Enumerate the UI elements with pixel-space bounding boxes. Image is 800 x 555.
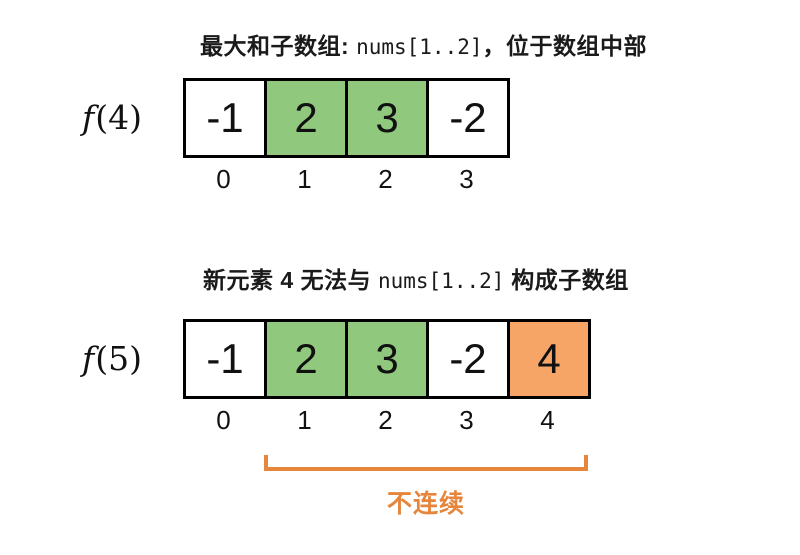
discontinuity-bracket — [264, 455, 588, 471]
section2-caption-post: 构成子数组 — [504, 267, 629, 293]
index-label: 1 — [297, 164, 312, 194]
section2-caption: 新元素 4 无法与 nums[1..2] 构成子数组 — [203, 261, 629, 295]
index-label: 3 — [459, 164, 474, 194]
index-label: 1 — [297, 405, 312, 435]
cell-value: 3 — [375, 94, 399, 141]
f4-label-arg: (4) — [95, 98, 142, 137]
f4-label-func: f — [82, 98, 95, 137]
index-row-f4: 0 1 2 3 — [183, 164, 507, 195]
f5-label-func: f — [82, 339, 95, 378]
cell-value: -1 — [206, 94, 244, 141]
section2-caption-pre: 新元素 4 无法与 — [203, 267, 378, 293]
section1-caption-post: ，位于数组中部 — [482, 33, 647, 59]
array-cell: 3 — [345, 78, 429, 158]
index-label: 2 — [378, 164, 393, 194]
array-cell: -1 — [183, 78, 267, 158]
discontinuity-label: 不连续 — [386, 490, 465, 518]
array-cell: 4 — [507, 319, 591, 399]
index-label: 4 — [540, 405, 555, 435]
cell-value: 4 — [537, 335, 561, 382]
cell-value: 2 — [294, 335, 318, 382]
array-f5: -1 2 3 -2 4 — [183, 319, 591, 399]
index-label: 3 — [459, 405, 474, 435]
array-f4: -1 2 3 -2 — [183, 78, 510, 158]
array-cell: 3 — [345, 319, 429, 399]
f5-label: f(5) — [82, 339, 142, 378]
index-row-f5: 0 1 2 3 4 — [183, 405, 588, 436]
cell-value: -1 — [206, 335, 244, 382]
section2-caption-code: nums[1..2] — [377, 269, 505, 293]
index-label: 0 — [216, 405, 231, 435]
section1-caption-code: nums[1..2] — [356, 35, 483, 59]
array-cell: -1 — [183, 319, 267, 399]
section1-caption: 最大和子数组: nums[1..2]，位于数组中部 — [200, 27, 647, 61]
cell-value: -2 — [449, 94, 487, 141]
array-cell: 2 — [264, 78, 348, 158]
f5-label-arg: (5) — [95, 339, 142, 378]
f4-label: f(4) — [82, 98, 142, 137]
array-cell: 2 — [264, 319, 348, 399]
array-cell: -2 — [426, 319, 510, 399]
cell-value: 3 — [375, 335, 399, 382]
cell-value: -2 — [449, 335, 487, 382]
index-label: 0 — [216, 164, 231, 194]
array-cell: -2 — [426, 78, 510, 158]
section1-caption-pre: 最大和子数组: — [200, 33, 357, 59]
cell-value: 2 — [294, 94, 318, 141]
index-label: 2 — [378, 405, 393, 435]
